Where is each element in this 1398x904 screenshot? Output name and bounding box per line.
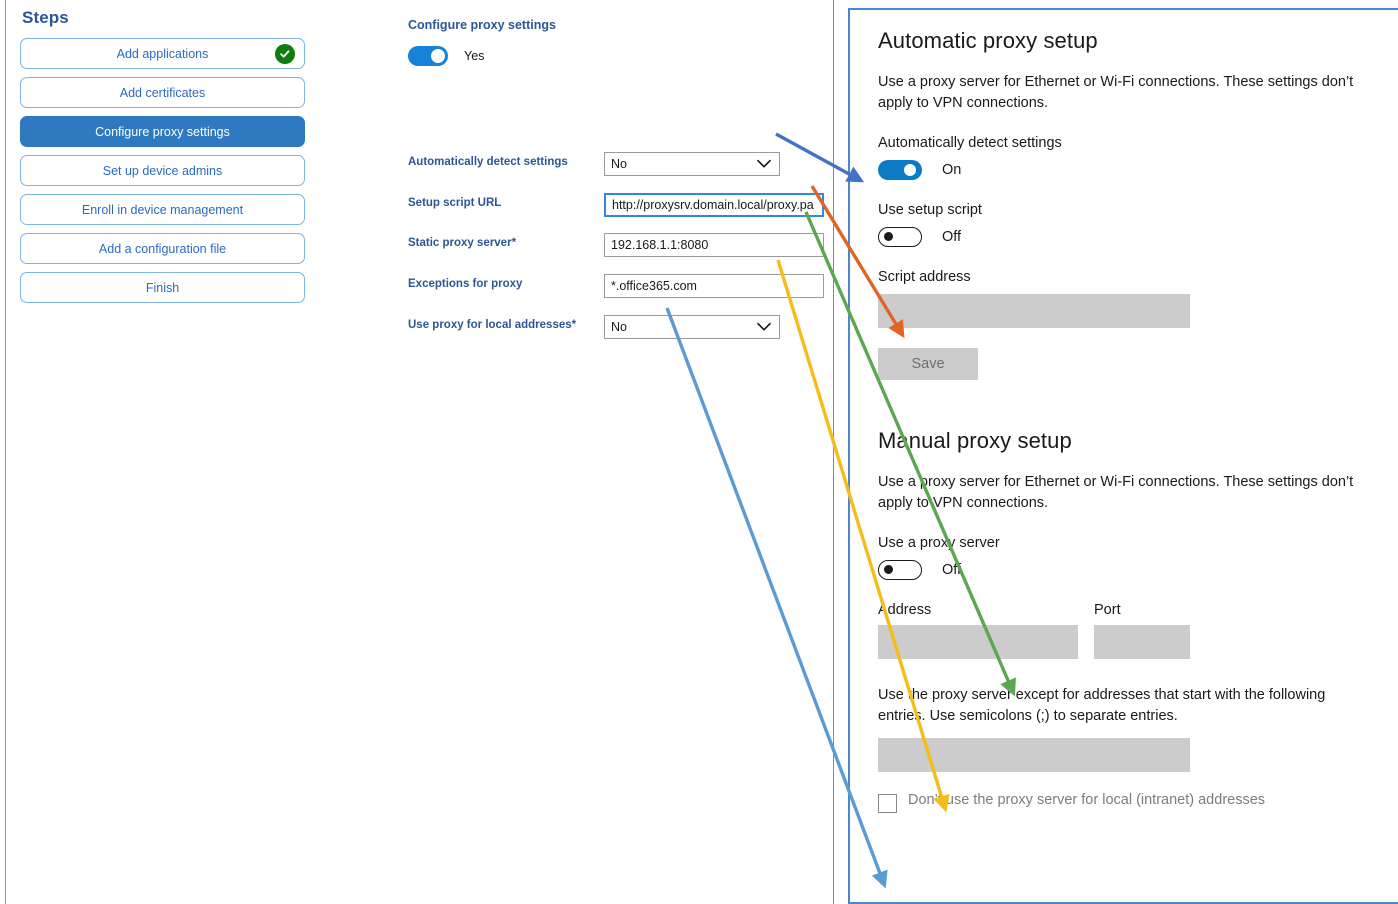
field-row-automatically-detect-settings: Automatically detect settings No [408,152,828,176]
steps-title: Steps [22,8,69,27]
sidebar-item-enroll-in-device-management[interactable]: Enroll in device management [20,194,305,225]
manual-proxy-setup-heading: Manual proxy setup [878,428,1072,454]
field-label: Setup script URL [408,197,502,209]
windows-proxy-settings-panel: Automatic proxy setup Use a proxy server… [848,8,1398,904]
toggle-knob [884,232,893,242]
static-proxy-server-input[interactable]: 192.168.1.1:8080 [604,233,824,257]
sidebar-item-configure-proxy-settings[interactable]: Configure proxy settings [20,116,305,147]
field-row-exceptions-for-proxy: Exceptions for proxy *.office365.com [408,274,828,298]
field-label: Exceptions for proxy [408,278,523,290]
field-label: Automatically detect settings [408,156,568,168]
field-row-static-proxy-server: Static proxy server* 192.168.1.1:8080 [408,233,828,257]
chevron-down-icon [757,322,771,332]
sidebar-item-set-up-device-admins[interactable]: Set up device admins [20,155,305,186]
proxy-exceptions-description: Use the proxy server except for addresse… [878,687,1326,724]
proxy-exceptions-input[interactable] [878,738,1190,773]
vertical-divider [833,0,834,904]
proxy-form-panel: Configure proxy settings Yes Automatical… [408,18,828,339]
required-marker: * [511,237,517,249]
configure-proxy-settings-toggle[interactable] [408,46,448,66]
automatically-detect-settings-toggle[interactable] [878,160,922,181]
field-label: Use proxy for local addresses* [408,319,577,331]
sidebar-item-label: Add applications [116,46,209,61]
toggle-knob [431,49,445,63]
script-address-input[interactable] [878,294,1190,329]
sidebar-item-label: Add certificates [119,85,206,100]
required-marker: * [571,319,577,331]
manual-proxy-setup-description: Use a proxy server for Ethernet or Wi-Fi… [878,474,1354,511]
save-button[interactable]: Save [878,348,978,381]
field-label: Static proxy server* [408,237,517,249]
script-address-label: Script address [878,269,971,286]
sidebar-item-label: Enroll in device management [81,202,244,217]
sidebar-item-label: Set up device admins [102,163,223,178]
configure-proxy-settings-toggle-label: Yes [464,49,485,63]
use-setup-script-toggle[interactable] [878,227,922,248]
form-heading: Configure proxy settings [408,18,556,32]
field-row-use-proxy-for-local-addresses: Use proxy for local addresses* No [408,315,828,339]
use-a-proxy-server-row: Off [878,560,1370,581]
use-proxy-for-local-addresses-select[interactable]: No [604,315,780,339]
steps-sidebar: Steps Add applications Add certificates … [20,8,305,311]
automatically-detect-settings-label: Automatically detect settings [878,135,1062,152]
sidebar-item-add-a-configuration-file[interactable]: Add a configuration file [20,233,305,264]
use-a-proxy-server-state: Off [942,562,962,579]
toggle-knob [884,565,893,575]
input-value: *.office365.com [611,279,697,293]
sidebar-item-label: Configure proxy settings [95,124,230,139]
sidebar-item-finish[interactable]: Finish [20,272,305,303]
sidebar-item-add-applications[interactable]: Add applications [20,38,305,69]
automatically-detect-settings-select[interactable]: No [604,152,780,176]
field-row-setup-script-url: Setup script URL http://proxysrv.domain.… [408,193,828,217]
use-setup-script-state: Off [942,229,962,246]
address-label: Address [878,602,932,619]
select-value: No [611,157,627,171]
toggle-knob [904,164,916,177]
use-a-proxy-server-toggle[interactable] [878,560,922,581]
port-input[interactable] [1094,625,1190,660]
address-group: Address [878,602,1078,660]
automatically-detect-settings-state: On [942,162,962,179]
check-circle-icon [275,43,295,64]
select-value: No [611,320,627,334]
input-value: http://proxysrv.domain.local/proxy.pa [612,198,814,212]
automatic-proxy-setup-description: Use a proxy server for Ethernet or Wi-Fi… [878,74,1354,111]
configure-proxy-settings-toggle-row: Yes [408,46,828,66]
setup-script-url-input[interactable]: http://proxysrv.domain.local/proxy.pa [604,193,824,217]
sidebar-item-label: Finish [145,280,180,295]
bypass-local-addresses-label: Don’t use the proxy server for local (in… [908,792,1266,809]
address-input[interactable] [878,625,1078,660]
automatic-proxy-setup-heading: Automatic proxy setup [878,28,1098,53]
use-a-proxy-server-label: Use a proxy server [878,535,1000,552]
bypass-local-addresses-row: Don’t use the proxy server for local (in… [878,792,1370,814]
page-frame [5,0,1397,904]
sidebar-item-label: Add a configuration file [98,241,227,256]
use-setup-script-label: Use setup script [878,202,982,219]
automatically-detect-settings-row: On [878,160,1370,181]
bypass-local-addresses-checkbox[interactable] [878,794,897,814]
chevron-down-icon [757,159,771,169]
use-setup-script-row: Off [878,227,1370,248]
input-value: 192.168.1.1:8080 [611,238,709,252]
address-port-row: Address Port [878,602,1370,660]
port-label: Port [1094,602,1121,619]
sidebar-item-add-certificates[interactable]: Add certificates [20,77,305,108]
port-group: Port [1094,602,1190,660]
exceptions-for-proxy-input[interactable]: *.office365.com [604,274,824,298]
